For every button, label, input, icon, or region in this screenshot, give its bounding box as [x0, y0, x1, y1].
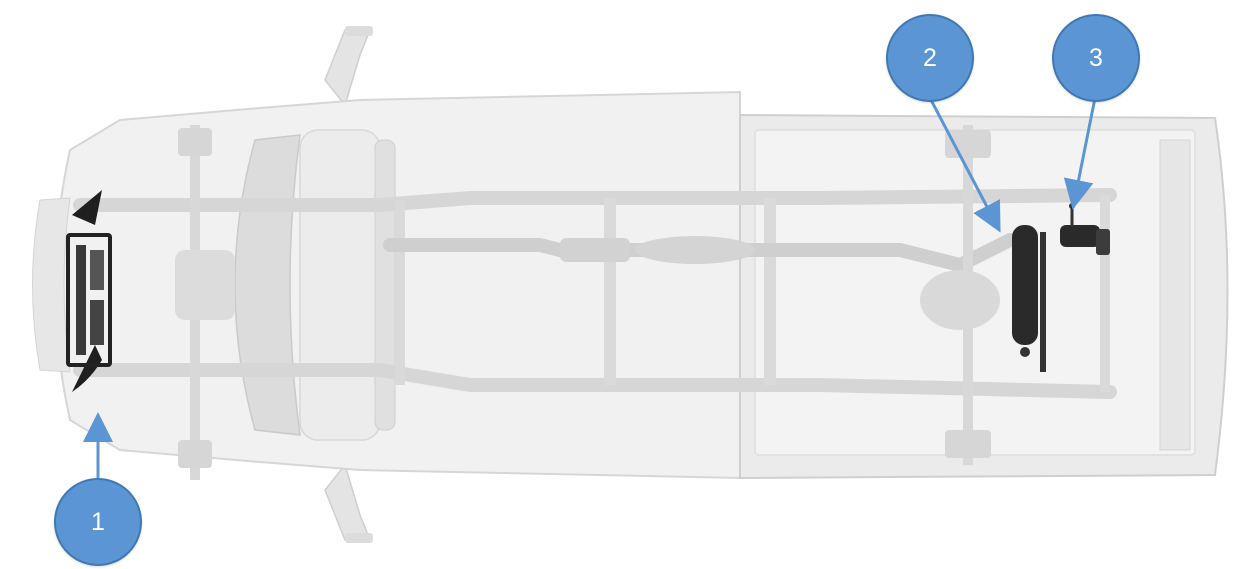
tailgate — [1159, 139, 1191, 451]
component-1-bracket — [66, 190, 112, 392]
windshield — [234, 134, 301, 436]
front-axle — [175, 125, 235, 480]
callout-2-badge: 2 — [886, 14, 974, 102]
frame-rails — [73, 188, 1117, 399]
side-mirror-bottom — [324, 463, 373, 543]
side-mirror-top — [324, 26, 373, 107]
callout-2-label: 2 — [923, 43, 937, 72]
front-bumper — [32, 197, 71, 373]
callout-3-badge: 3 — [1052, 14, 1140, 102]
callout-1-label: 1 — [91, 507, 105, 536]
callout-1-badge: 1 — [54, 478, 142, 566]
rear-window — [374, 139, 396, 431]
callout-3-label: 3 — [1089, 43, 1103, 72]
cab-roof — [299, 129, 381, 441]
callout-3-arrow — [1063, 97, 1097, 210]
callout-2-arrow — [928, 97, 1001, 233]
rear-axle — [920, 125, 1000, 465]
component-2-air-tank — [1012, 225, 1046, 372]
